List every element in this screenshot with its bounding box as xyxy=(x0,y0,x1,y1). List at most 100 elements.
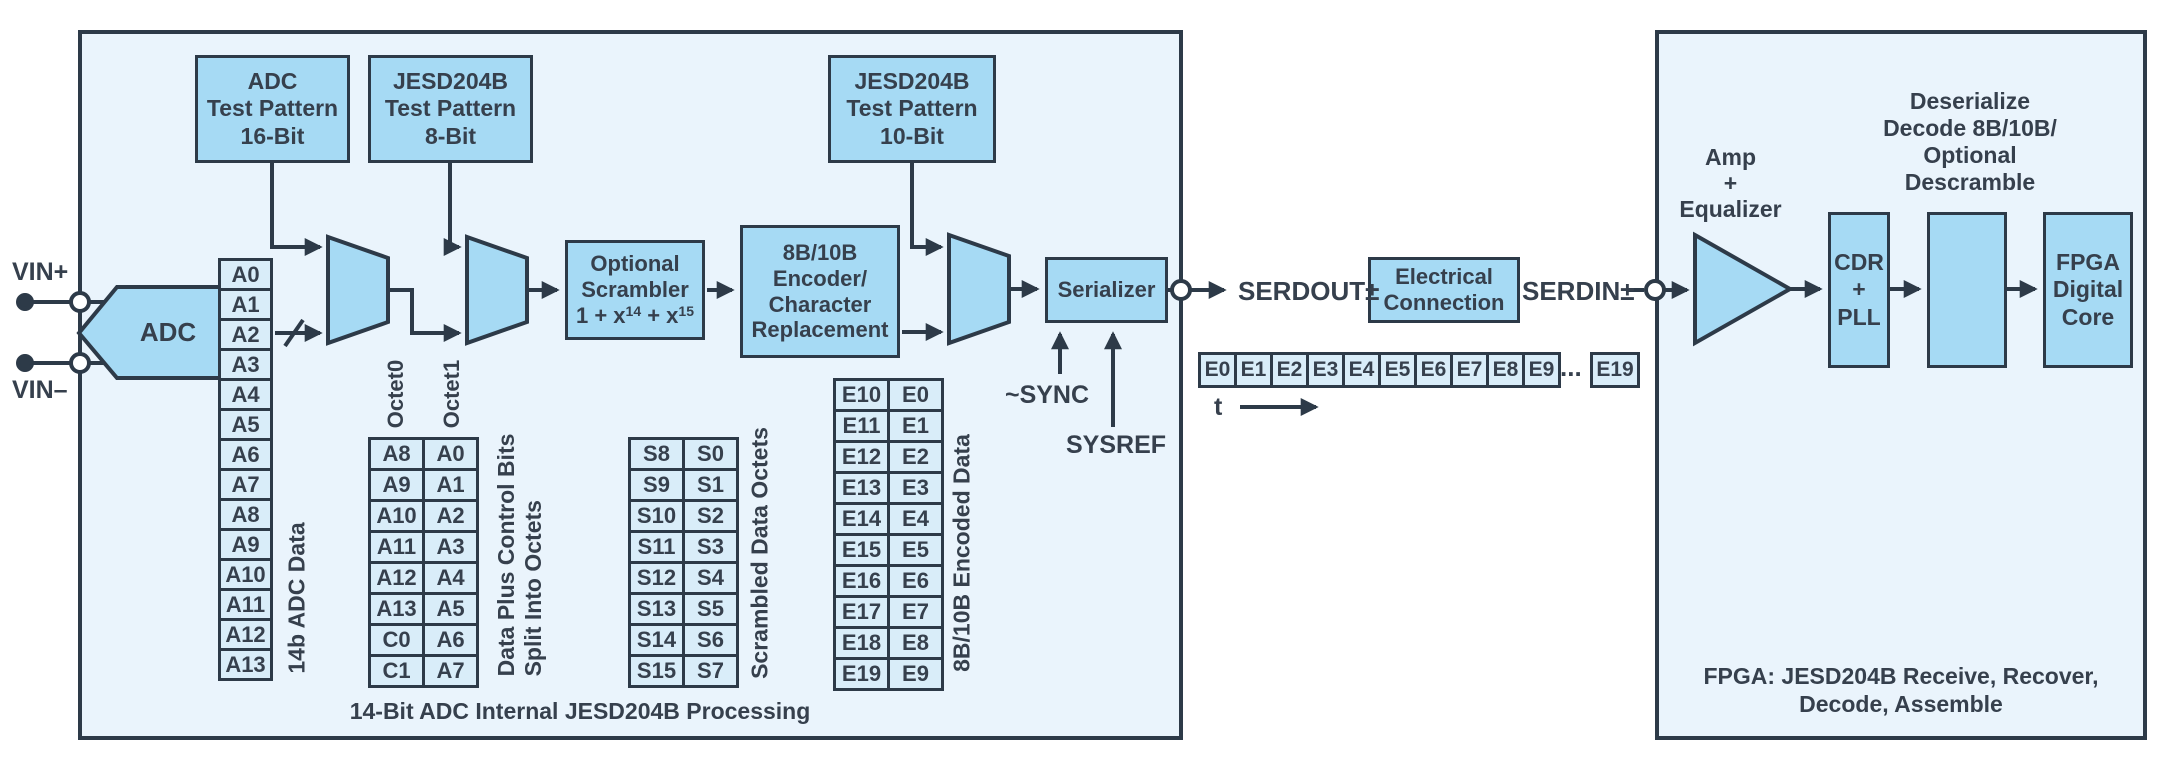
stream-cell: E9 xyxy=(1522,352,1561,388)
deserialize-label: Deserialize Decode 8B/10B/ Optional Desc… xyxy=(1850,88,2090,196)
adc-cell: A11 xyxy=(218,588,273,621)
stream-cell: E7 xyxy=(1450,352,1489,388)
octet-cell: A5 xyxy=(422,592,479,626)
serdout-label: SERDOUT± xyxy=(1238,276,1380,306)
octet1-header: Octet1 xyxy=(439,359,464,429)
octet-side-label-line2: Split Into Octets xyxy=(520,500,546,677)
adc-data-column: A0 A1 A2 A3 A4 A5 A6 A7 A8 A9 A10 A11 A1… xyxy=(218,258,273,681)
vin-plus-label: VIN+ xyxy=(12,258,69,286)
scrambled-side-label: Scrambled Data Octets xyxy=(746,427,773,679)
serializer-box: Serializer xyxy=(1045,257,1168,323)
encoded-cell: E9 xyxy=(887,657,944,691)
amp-label-line: Equalizer xyxy=(1679,196,1782,222)
octet-cell: A4 xyxy=(422,561,479,595)
adc-cell: A13 xyxy=(218,648,273,681)
stream-ellipsis: ... xyxy=(1560,352,1582,382)
stream-cell: E5 xyxy=(1378,352,1417,388)
scrambled-cell: S9 xyxy=(628,468,685,502)
stream-cell: E19 xyxy=(1590,352,1640,388)
adc-cell: A4 xyxy=(218,378,273,411)
adc-label: ADC xyxy=(139,317,197,347)
adc-cell: A9 xyxy=(218,528,273,561)
serial-stream-last: E19 xyxy=(1590,352,1640,388)
scrambled-cell: S3 xyxy=(682,530,739,564)
scrambled-cell: S2 xyxy=(682,499,739,533)
box-line: Electrical xyxy=(1395,264,1493,290)
octet-cell: A1 xyxy=(422,468,479,502)
scrambled-cell: S1 xyxy=(682,468,739,502)
encoded-cell: E4 xyxy=(887,502,944,536)
vin-minus-dot xyxy=(16,354,34,372)
encoded-cell: E10 xyxy=(833,378,890,412)
fpga-digital-core-box: FPGA Digital Core xyxy=(2043,212,2133,368)
octet0-header: Octet0 xyxy=(383,359,408,429)
encoded-cell: E18 xyxy=(833,626,890,660)
scrambled-cell: S12 xyxy=(628,561,685,595)
box-line: 10-Bit xyxy=(880,122,944,149)
amp-label-line: Amp xyxy=(1704,144,1757,170)
box-line: Optional xyxy=(590,251,680,277)
encoded-cell: E13 xyxy=(833,471,890,505)
box-line: 8-Bit xyxy=(424,122,477,149)
box-line: Connection xyxy=(1383,290,1505,315)
encoded-side-label: 8B/10B Encoded Data xyxy=(948,434,975,672)
fpga-panel xyxy=(1655,30,2147,740)
scrambled-cell: S14 xyxy=(628,623,685,657)
octet-cell: A13 xyxy=(368,592,425,626)
serdin-label: SERDIN± xyxy=(1522,276,1635,306)
encoded-cell: E1 xyxy=(887,409,944,443)
octet-cell: A8 xyxy=(368,437,425,471)
octet-cell: C0 xyxy=(368,623,425,657)
adc-cell: A1 xyxy=(218,288,273,321)
scrambled-cell: S7 xyxy=(682,654,739,688)
fpga-caption-line2: Decode, Assemble xyxy=(1799,691,2003,717)
encoded-cell: E8 xyxy=(887,626,944,660)
box-line: PLL xyxy=(1837,303,1881,330)
box-line: ADC xyxy=(247,68,298,95)
octet-cell: A11 xyxy=(368,530,425,564)
box-line: 16-Bit xyxy=(240,122,305,149)
octet-cell: A2 xyxy=(422,499,479,533)
vin-plus-dot xyxy=(16,293,34,311)
encoded-cell: E5 xyxy=(887,533,944,567)
adc-cell: A8 xyxy=(218,498,273,531)
encoded-cell: E3 xyxy=(887,471,944,505)
scrambled-cell: S10 xyxy=(628,499,685,533)
optional-scrambler-box: Optional Scrambler 1 + x14 + x15 xyxy=(565,240,705,340)
box-line: Digital xyxy=(2052,276,2124,303)
deserialize-label-line: Descramble xyxy=(1904,169,2036,195)
adc-cell: A2 xyxy=(218,318,273,351)
encoded-cell: E0 xyxy=(887,378,944,412)
octet-side-label-line1: Data Plus Control Bits xyxy=(493,433,519,677)
octet-cell: A10 xyxy=(368,499,425,533)
adc-cell: A0 xyxy=(218,258,273,291)
adc-cell: A6 xyxy=(218,438,273,471)
deserializer-block xyxy=(1927,212,2007,368)
encoded-cell: E11 xyxy=(833,409,890,443)
adc-cell: A7 xyxy=(218,468,273,501)
box-line: Test Pattern xyxy=(384,95,517,122)
encoded-cell: E17 xyxy=(833,595,890,629)
encoded-cell: E14 xyxy=(833,502,890,536)
box-line: JESD204B xyxy=(392,68,509,95)
encoded-cell: E7 xyxy=(887,595,944,629)
octet-cell: A0 xyxy=(422,437,479,471)
octet-cell: A6 xyxy=(422,623,479,657)
encoder-box: 8B/10B Encoder/ Character Replacement xyxy=(740,225,900,358)
stream-cell: E1 xyxy=(1234,352,1273,388)
box-line: Test Pattern xyxy=(846,95,978,122)
amp-equalizer-label: Amp + Equalizer xyxy=(1668,144,1793,222)
stream-cell: E4 xyxy=(1342,352,1381,388)
encoded-cell: E19 xyxy=(833,657,890,691)
octet-cell: A12 xyxy=(368,561,425,595)
stream-cell: E8 xyxy=(1486,352,1525,388)
box-line: FPGA xyxy=(2056,249,2120,276)
scrambled-cell: S15 xyxy=(628,654,685,688)
box-line: Test Pattern xyxy=(206,95,339,122)
adc-test-pattern-box: ADC Test Pattern 16-Bit xyxy=(195,55,350,163)
octet-side-label: Data Plus Control Bits Split Into Octets xyxy=(493,434,547,677)
octet-cell: A3 xyxy=(422,530,479,564)
